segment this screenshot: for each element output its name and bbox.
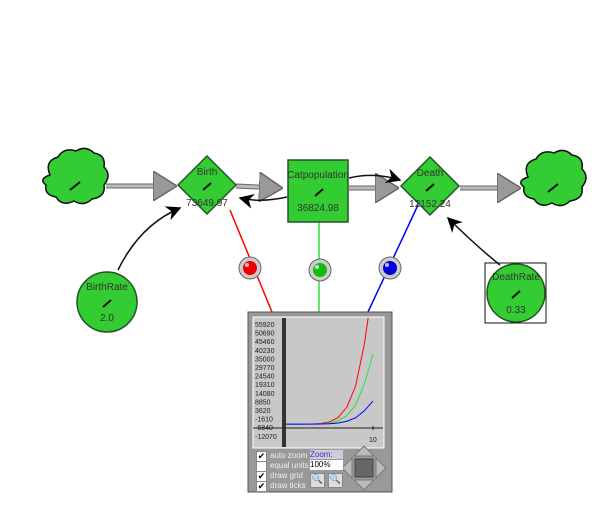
zoom-in-button[interactable]: 🔍 — [310, 473, 325, 488]
equal-units-label: equal units — [270, 461, 309, 470]
zoom-label: Zoom: — [310, 450, 343, 459]
gauge-icon — [511, 290, 521, 299]
pan-center — [354, 458, 374, 478]
y-tick-label: 50690 — [255, 331, 275, 338]
pan-down-icon — [352, 479, 376, 491]
population-probe[interactable] — [308, 258, 332, 282]
gauge-icon — [547, 183, 559, 193]
population-label: Catpopulation — [287, 170, 349, 181]
death-flow-node[interactable]: Death 12152.24 — [399, 155, 461, 217]
y-tick-label: 35000 — [255, 356, 275, 363]
pan-right-icon — [375, 456, 387, 480]
deathrate-value: 0.33 — [506, 305, 526, 316]
y-tick-label: 19310 — [255, 382, 275, 389]
zoom-input[interactable]: 100% — [310, 460, 343, 470]
birth-probe[interactable] — [238, 256, 262, 280]
birthrate-to-birth-link — [117, 206, 182, 271]
draw-ticks-checkbox[interactable]: ✔ — [256, 481, 267, 492]
gauge-icon — [69, 181, 81, 191]
birthrate-variable-node[interactable]: BirthRate 2.0 — [76, 271, 138, 333]
y-tick-label: 45460 — [255, 339, 275, 346]
draw-grid-label: draw grid — [270, 471, 303, 480]
y-tick-label: 24540 — [255, 374, 275, 381]
sink-cloud[interactable] — [520, 149, 587, 207]
zoom-out-button[interactable]: 🔍 — [328, 473, 343, 488]
y-tick-label: 40230 — [255, 348, 275, 355]
gauge-icon — [102, 299, 112, 308]
y-tick-label: 29770 — [255, 365, 275, 372]
gauge-icon — [202, 182, 212, 191]
selection-box — [484, 262, 547, 324]
population-to-birth-link — [238, 193, 288, 209]
death-label: Death — [417, 168, 444, 179]
y-tick-label: -6840 — [255, 425, 273, 432]
y-tick-label: 8850 — [255, 399, 271, 406]
magnifier-minus-icon: 🔍 — [329, 474, 342, 484]
birth-flow-node[interactable]: Birth 73649.97 — [176, 154, 238, 216]
birth-value: 73649.97 — [186, 198, 228, 209]
y-tick-label: 55920 — [255, 322, 275, 329]
gauge-icon — [425, 183, 435, 192]
x-tick-label: 10 — [369, 437, 377, 444]
population-value: 36824.98 — [297, 203, 339, 214]
y-tick-label: -12070 — [255, 434, 277, 441]
pan-up-icon — [352, 445, 376, 457]
population-to-death-link — [348, 168, 402, 184]
deathrate-variable-node[interactable]: DeathRate 0.33 — [484, 262, 547, 324]
birth-to-population-pipe — [235, 186, 280, 188]
y-tick-label: 14080 — [255, 391, 275, 398]
death-probe[interactable] — [378, 256, 402, 280]
auto-zoom-label: auto zoom — [270, 451, 308, 460]
series-line-death — [286, 400, 374, 425]
y-axis — [282, 318, 286, 447]
pan-control[interactable] — [341, 445, 387, 491]
pan-left-icon — [341, 456, 353, 480]
draw-ticks-label: draw ticks — [270, 481, 306, 490]
deathrate-label: DeathRate — [492, 272, 540, 283]
birthrate-label: BirthRate — [86, 282, 128, 293]
gauge-icon — [314, 188, 324, 197]
birth-label: Birth — [197, 167, 218, 178]
magnifier-plus-icon: 🔍 — [311, 474, 324, 484]
death-value: 12152.24 — [409, 199, 451, 210]
y-tick-label: -1610 — [255, 417, 273, 424]
source-cloud[interactable] — [42, 147, 109, 205]
birthrate-value: 2.0 — [100, 313, 114, 324]
y-tick-label: 3620 — [255, 408, 271, 415]
population-stock-node[interactable]: Catpopulation 36824.98 — [287, 159, 349, 223]
deathrate-to-death-link — [446, 216, 501, 266]
